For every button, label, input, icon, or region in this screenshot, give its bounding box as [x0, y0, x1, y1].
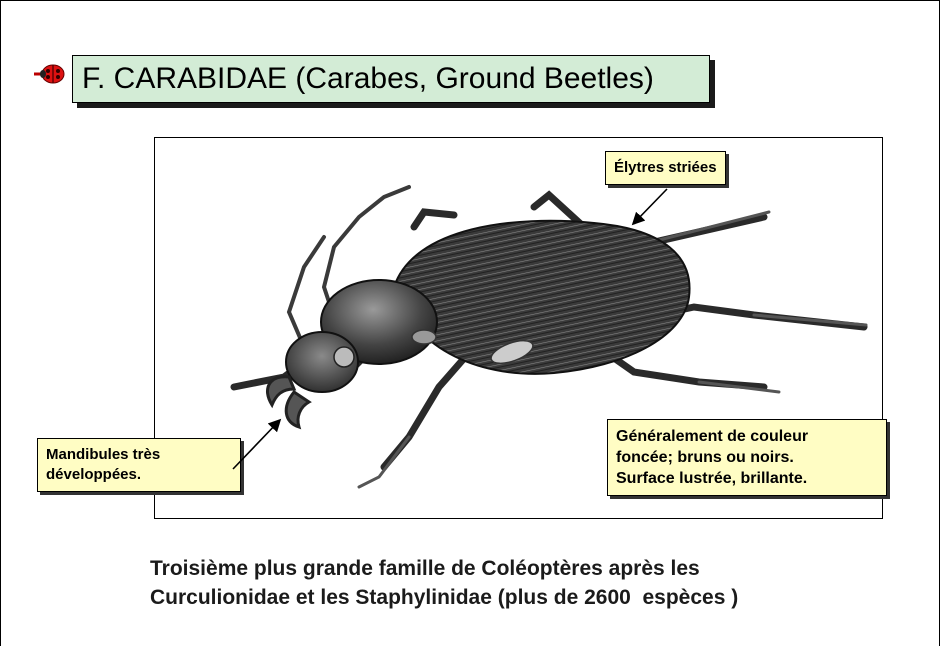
couleur-label-line3: Surface lustrée, brillante.	[616, 468, 878, 489]
mandibules-callout: Mandibules très développées.	[37, 438, 241, 492]
couleur-label-line1: Généralement de couleur	[616, 426, 878, 447]
elytres-label: Élytres striées	[614, 159, 717, 176]
mandibules-label-line2: développées.	[46, 465, 232, 485]
caption: Troisième plus grande famille de Coléopt…	[150, 554, 738, 612]
caption-line1: Troisième plus grande famille de Coléopt…	[150, 554, 738, 583]
title-box: F. CARABIDAE (Carabes, Ground Beetles)	[72, 55, 710, 103]
couleur-label-line2: foncée; bruns ou noirs.	[616, 447, 878, 468]
slide-title: F. CARABIDAE (Carabes, Ground Beetles)	[82, 62, 654, 96]
couleur-callout: Généralement de couleur foncée; bruns ou…	[607, 419, 887, 496]
elytres-callout: Élytres striées	[605, 151, 726, 185]
ladybug-icon	[32, 62, 68, 86]
caption-line2: Curculionidae et les Staphylinidae (plus…	[150, 583, 738, 612]
mandibules-label-line1: Mandibules très	[46, 445, 232, 465]
